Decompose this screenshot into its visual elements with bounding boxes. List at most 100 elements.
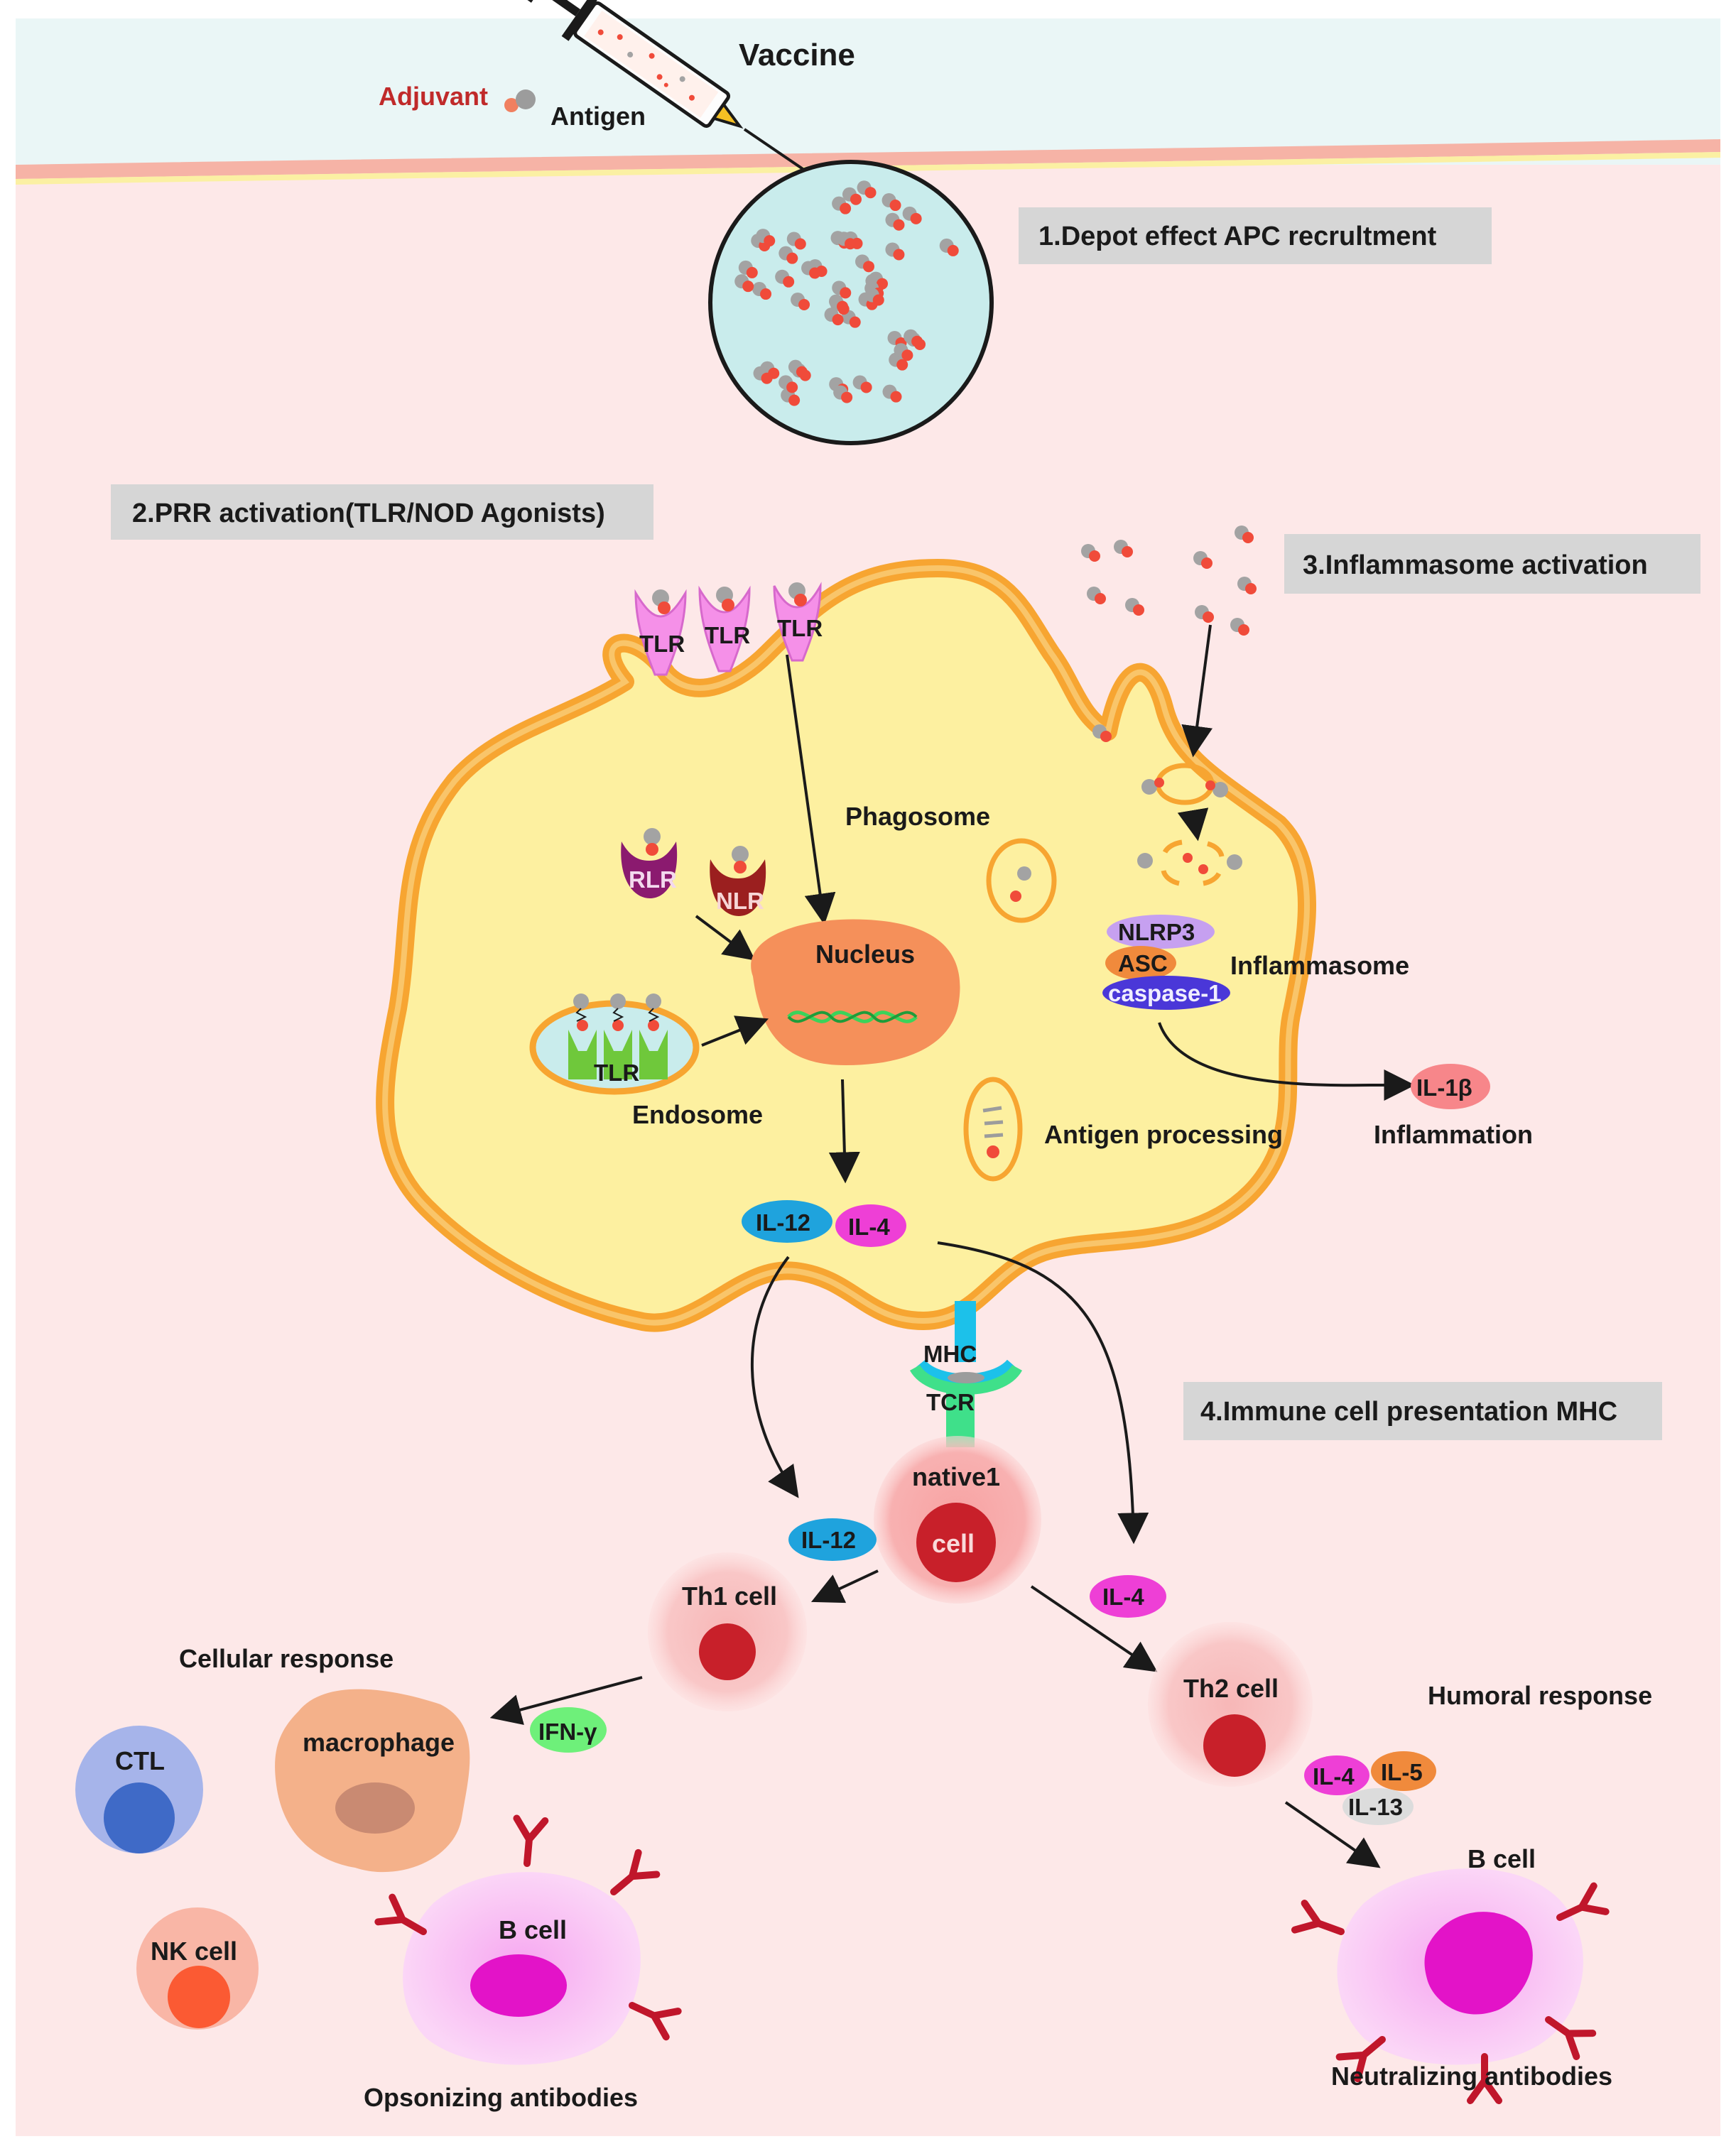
bcell-right-label: B cell xyxy=(1468,1844,1536,1873)
vaccine-title: Vaccine xyxy=(739,38,855,72)
step3-box xyxy=(1284,534,1700,594)
adjuvant-dot xyxy=(504,98,519,112)
arrow-nucleus-to-cytokines xyxy=(828,1079,860,1184)
step3-label: 3.Inflammasome activation xyxy=(1303,550,1648,580)
arrow-naive-to-th1 xyxy=(811,1569,879,1604)
antigen-processing-label: Antigen processing xyxy=(1044,1120,1283,1149)
tlr-label-1: TLR xyxy=(639,631,685,657)
antigen-label: Antigen xyxy=(550,102,646,131)
ctl-label: CTL xyxy=(115,1746,165,1775)
inflammasome-label: Inflammasome xyxy=(1230,951,1409,980)
processing-fragment-3 xyxy=(984,1133,1004,1138)
phagosome xyxy=(986,838,1057,923)
apc-il4-label: IL-4 xyxy=(848,1214,890,1240)
apc-il4-badge xyxy=(835,1204,906,1247)
th1-cell-label: Th1 cell xyxy=(682,1581,777,1611)
il12-label: IL-12 xyxy=(801,1527,856,1553)
processing-vesicle xyxy=(963,1077,1023,1182)
step4-label: 4.Immune cell presentation MHC xyxy=(1200,1397,1617,1427)
arrow-vesicle-to-rupture xyxy=(1177,807,1209,842)
mhc-label: MHC xyxy=(923,1341,977,1367)
th2-cell xyxy=(1148,1622,1313,1787)
il12-badge xyxy=(788,1518,877,1561)
th2-il4-label: IL-4 xyxy=(1313,1763,1355,1790)
tlr-label-2: TLR xyxy=(705,622,750,648)
il4-badge xyxy=(1090,1575,1166,1618)
tlr-receptor-3 xyxy=(773,582,822,662)
nlr-receptor xyxy=(710,846,766,916)
apc-cell-inner-edge xyxy=(382,565,1310,1326)
caspase-label: caspase-1 xyxy=(1108,980,1222,1006)
asc-protein xyxy=(1105,946,1176,980)
arrow-endosome-to-nucleus xyxy=(701,1016,769,1047)
ifn-label: IFN-γ xyxy=(538,1719,597,1745)
macrophage-label: macrophage xyxy=(303,1728,455,1757)
antigen-dot xyxy=(516,89,536,109)
phagosome-label: Phagosome xyxy=(845,802,990,831)
dna-icon-strand xyxy=(787,1011,918,1023)
tcr-molecule xyxy=(909,1364,1023,1395)
endosome-tlr-label: TLR xyxy=(594,1060,639,1086)
tcr-label: TCR xyxy=(926,1389,975,1415)
arrow-particles-to-vesicle xyxy=(1181,624,1213,758)
naive-cell-label-bottom: cell xyxy=(932,1529,975,1558)
endosome-label: Endosome xyxy=(632,1100,763,1129)
opsonizing-label: Opsonizing antibodies xyxy=(364,2083,638,2112)
processing-fragment-1 xyxy=(982,1106,1002,1113)
nlr-label: NLR xyxy=(716,888,764,914)
nlrp3-label: NLRP3 xyxy=(1118,919,1195,945)
step1-label: 1.Depot effect APC recrultment xyxy=(1038,222,1437,251)
mhc-molecule xyxy=(955,1301,976,1362)
step1-box xyxy=(1019,207,1492,264)
uptake-adjuvant-left xyxy=(1154,778,1164,788)
step4-box xyxy=(1183,1382,1662,1440)
asc-label: ASC xyxy=(1118,950,1168,976)
arrow-caspase-to-il1b xyxy=(1158,1022,1416,1101)
th1-cell-nucleus xyxy=(699,1623,756,1680)
step2-label: 2.PRR activation(TLR/NOD Agonists) xyxy=(132,499,605,528)
il5-label: IL-5 xyxy=(1381,1759,1423,1785)
uptake-particle-right xyxy=(1213,782,1228,797)
mhc-peptide xyxy=(948,1372,984,1383)
ruptured-vesicle xyxy=(1137,839,1242,886)
naive-t-cell-nucleus xyxy=(916,1503,996,1582)
arrow-il4-to-th2 xyxy=(937,1241,1149,1545)
depot-sphere xyxy=(708,160,994,445)
arrow-tlr-to-nucleus xyxy=(786,654,836,925)
il13-badge xyxy=(1342,1788,1414,1825)
bcell-right-nucleus xyxy=(1424,1912,1533,2015)
il13-label: IL-13 xyxy=(1348,1794,1403,1820)
adjuvant-label: Adjuvant xyxy=(379,82,488,111)
nk-cell-nucleus xyxy=(168,1966,230,2028)
ifn-badge xyxy=(530,1707,607,1753)
phagosome-adjuvant xyxy=(1010,891,1021,902)
skin-layer xyxy=(16,139,1720,179)
il4-label: IL-4 xyxy=(1102,1584,1144,1610)
inflammation-label: Inflammation xyxy=(1374,1120,1533,1149)
nucleus xyxy=(751,919,960,1065)
sky-band xyxy=(16,18,1720,165)
apc-il12-label: IL-12 xyxy=(756,1209,810,1236)
processing-adjuvant xyxy=(987,1145,999,1158)
tlr-receptor-2 xyxy=(698,585,751,673)
tlr-label-3: TLR xyxy=(777,615,823,641)
apc-il12-badge xyxy=(742,1200,832,1243)
arrow-naive-to-th2 xyxy=(1030,1585,1158,1672)
rlr-label: RLR xyxy=(629,866,677,893)
uptake-particle-left xyxy=(1141,779,1157,795)
arrow-th2-to-bcell xyxy=(1284,1801,1381,1868)
arrow-rlr-to-nucleus xyxy=(695,915,756,961)
cellular-response-label: Cellular response xyxy=(179,1644,394,1673)
th2-cell-label: Th2 cell xyxy=(1183,1674,1279,1703)
th2-cell-nucleus xyxy=(1203,1714,1266,1777)
arrow-th1-to-macrophage xyxy=(489,1676,643,1726)
neutralizing-label: Neutralizing antibodies xyxy=(1331,2062,1612,2091)
nk-cell-label: NK cell xyxy=(151,1937,237,1966)
il1b-label: IL-1β xyxy=(1416,1074,1472,1101)
tlr-receptor-1 xyxy=(634,589,687,676)
il1b-badge xyxy=(1411,1064,1490,1109)
nlrp3-protein xyxy=(1107,915,1215,949)
humoral-response-label: Humoral response xyxy=(1428,1681,1652,1710)
macrophage-cell xyxy=(275,1689,470,1873)
